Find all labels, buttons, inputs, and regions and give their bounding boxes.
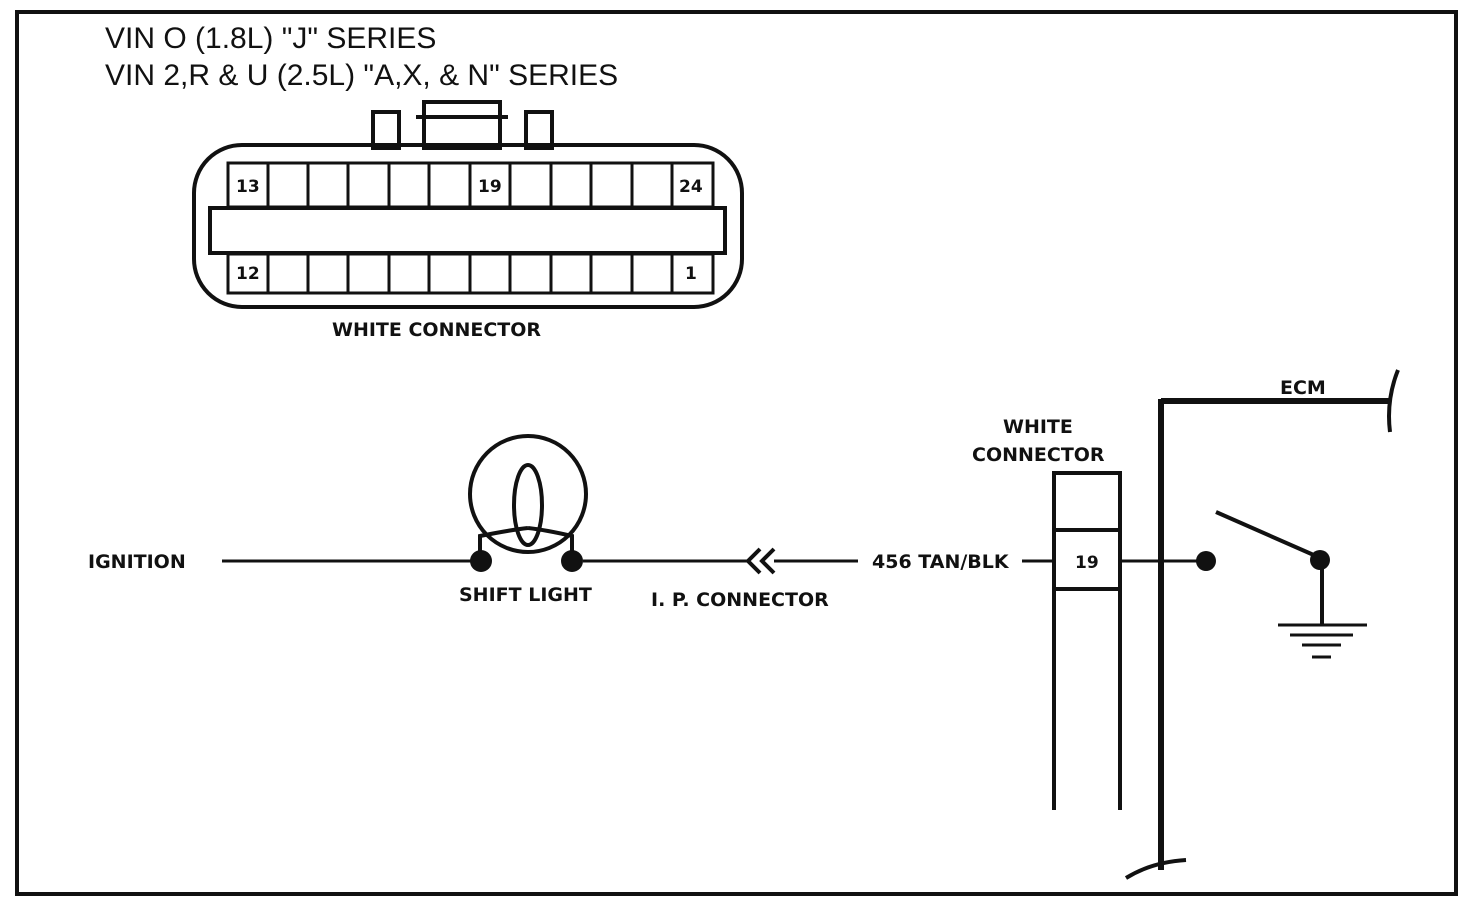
title-line-2: VIN 2,R & U (2.5L) "A,X, & N" SERIES	[105, 59, 618, 92]
diagram-frame	[15, 10, 1458, 896]
ignition-label: IGNITION	[88, 551, 186, 573]
wire-label: 456 TAN/BLK	[872, 551, 1010, 573]
circuit: IGNITION SHIFT LIGHT I. P. CONNECTOR 456…	[88, 369, 1400, 880]
connector-face: 13 19 24 12 1 WHITE CONNECTOR	[192, 100, 744, 341]
pin-label-13: 13	[236, 177, 260, 197]
connector-face-caption: WHITE CONNECTOR	[332, 319, 541, 341]
ground-symbol	[1278, 623, 1367, 659]
shift-light-bulb	[468, 434, 588, 572]
white-connector-label-line2: CONNECTOR	[972, 444, 1105, 466]
latch-tab-left	[371, 110, 401, 150]
ip-connector-symbol	[745, 547, 776, 575]
pin-label-24: 24	[679, 177, 703, 197]
connector-housing	[192, 143, 744, 309]
ecm-switch	[1215, 510, 1330, 624]
title-line-1: VIN O (1.8L) "J" SERIES	[105, 22, 436, 55]
latch-center	[422, 100, 502, 150]
ecm-input-terminal	[1196, 551, 1216, 571]
white-connector-label-line1: WHITE	[1003, 416, 1073, 438]
white-connector-body	[1052, 471, 1122, 810]
pin-row-bottom	[226, 252, 715, 295]
pin-label-1: 1	[685, 264, 697, 284]
ecm-label: ECM	[1280, 377, 1326, 399]
connector-center-bar	[208, 206, 727, 255]
latch-tab-right	[524, 110, 554, 150]
pin-label-12: 12	[236, 264, 260, 284]
ip-connector-label: I. P. CONNECTOR	[651, 589, 829, 611]
shift-light-terminal-right	[561, 550, 583, 572]
white-connector-pin-19: 19	[1075, 553, 1099, 573]
shift-light-label: SHIFT LIGHT	[459, 584, 592, 606]
shift-light-terminal-left	[470, 550, 492, 572]
pin-row-top	[226, 161, 715, 209]
pin-label-19-face: 19	[478, 177, 502, 197]
ecm-boundary	[1124, 369, 1400, 880]
